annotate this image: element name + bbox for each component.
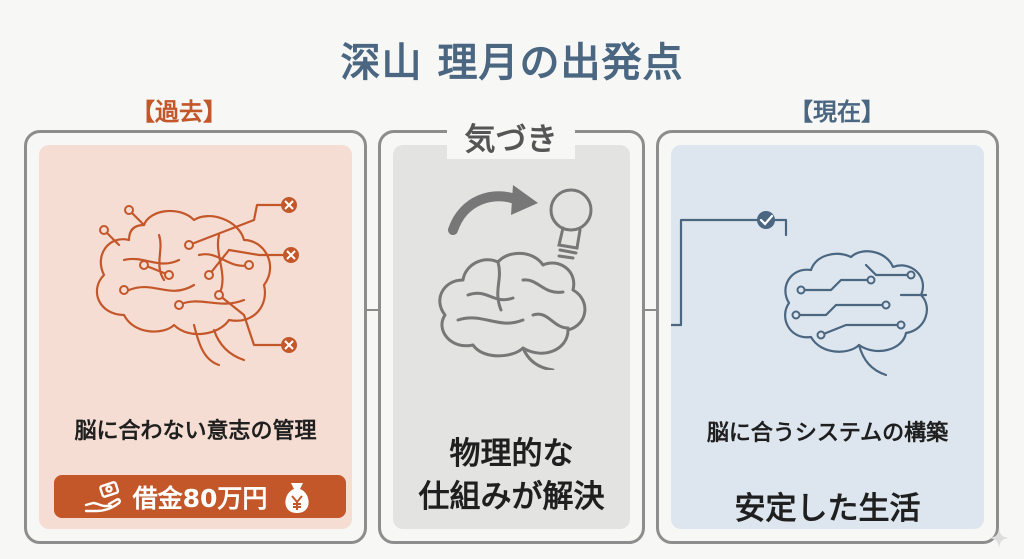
organized-brain-icon <box>671 211 928 377</box>
awareness-panel: 物理的な 仕組みが解決 <box>378 130 645 544</box>
present-caption: 脳に合うシステムの構築 <box>706 421 949 446</box>
light-bulb-icon <box>549 188 593 260</box>
past-panel: 脳に合わない意志の管理 借金80万円 <box>24 130 367 544</box>
brain-lightbulb-icon <box>438 185 593 370</box>
awareness-caption: 物理的な 仕組みが解決 <box>393 433 630 519</box>
sparkle-icon <box>989 528 1009 548</box>
present-panel: 脳に合うシステムの構築 安定した生活 <box>656 130 999 544</box>
debt-label: 借金80万円 <box>132 483 268 513</box>
connector-line-right <box>645 309 656 311</box>
past-caption: 脳に合わない意志の管理 <box>74 419 317 444</box>
x-mark-icon <box>283 247 299 263</box>
tangled-brain-icon <box>95 197 299 367</box>
present-panel-inner: 脳に合うシステムの構築 安定した生活 <box>671 145 984 529</box>
past-label: 【過去】 <box>131 98 227 126</box>
check-mark-icon <box>757 211 775 229</box>
past-panel-inner: 脳に合わない意志の管理 借金80万円 <box>39 145 352 529</box>
money-bag-icon <box>285 482 310 513</box>
awareness-caption-line2: 仕組みが解決 <box>418 479 605 515</box>
awareness-caption-line1: 物理的な <box>449 436 574 472</box>
awareness-panel-inner: 物理的な 仕組みが解決 <box>393 145 630 529</box>
x-mark-icon <box>281 197 297 213</box>
present-label: 【現在】 <box>789 98 885 126</box>
hand-money-icon <box>84 480 121 512</box>
x-mark-icon <box>281 337 297 353</box>
present-result: 安定した生活 <box>734 491 921 527</box>
awareness-label: 気づき <box>447 114 575 159</box>
curved-arrow-icon <box>448 185 538 235</box>
debt-badge: 借金80万円 <box>54 475 346 518</box>
connector-line-left <box>367 309 378 311</box>
page-title: 深山 理月の出発点 <box>340 40 684 86</box>
